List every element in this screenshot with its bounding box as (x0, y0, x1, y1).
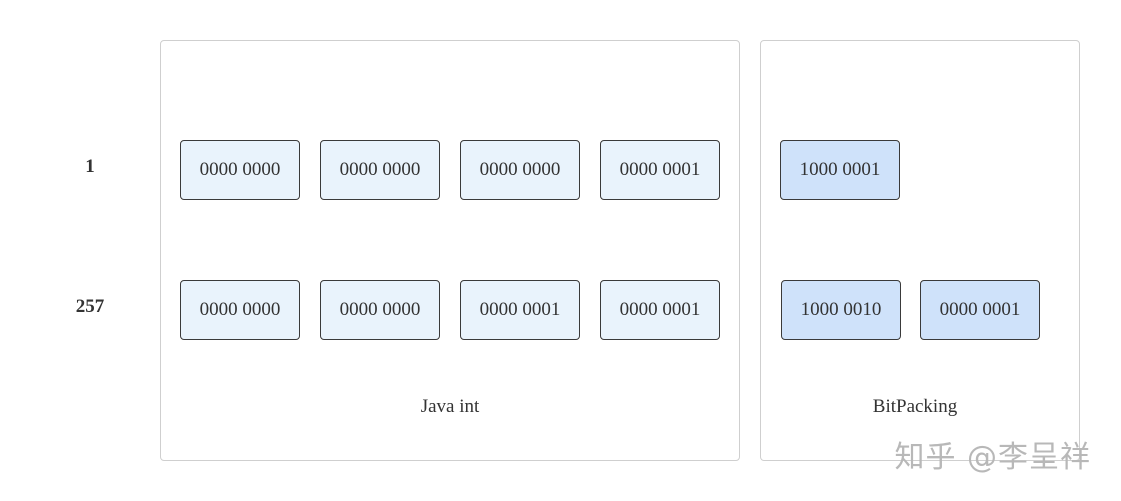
bitpacking-byte-r1-b1: 1000 0001 (780, 140, 900, 200)
java-int-byte-r1-b4: 0000 0001 (600, 140, 720, 200)
java-int-byte-r1-b2: 0000 0000 (320, 140, 440, 200)
java-int-byte-r2-b2: 0000 0000 (320, 280, 440, 340)
java-int-byte-r2-b4: 0000 0001 (600, 280, 720, 340)
bitpacking-byte-r2-b2: 0000 0001 (920, 280, 1040, 340)
bitpacking-caption: BitPacking (872, 396, 958, 417)
bitpacking-byte-r2-b1: 1000 0010 (781, 280, 901, 340)
watermark: 知乎 @李呈祥 (894, 440, 1091, 475)
bitpacking-panel (760, 40, 1080, 461)
row-label-257: 257 (75, 296, 105, 317)
java-int-byte-r1-b1: 0000 0000 (180, 140, 300, 200)
java-int-byte-r1-b3: 0000 0000 (460, 140, 580, 200)
java-int-panel (160, 40, 740, 461)
java-int-byte-r2-b3: 0000 0001 (460, 280, 580, 340)
row-label-1: 1 (85, 156, 95, 177)
java-int-caption: Java int (420, 396, 480, 417)
java-int-byte-r2-b1: 0000 0000 (180, 280, 300, 340)
